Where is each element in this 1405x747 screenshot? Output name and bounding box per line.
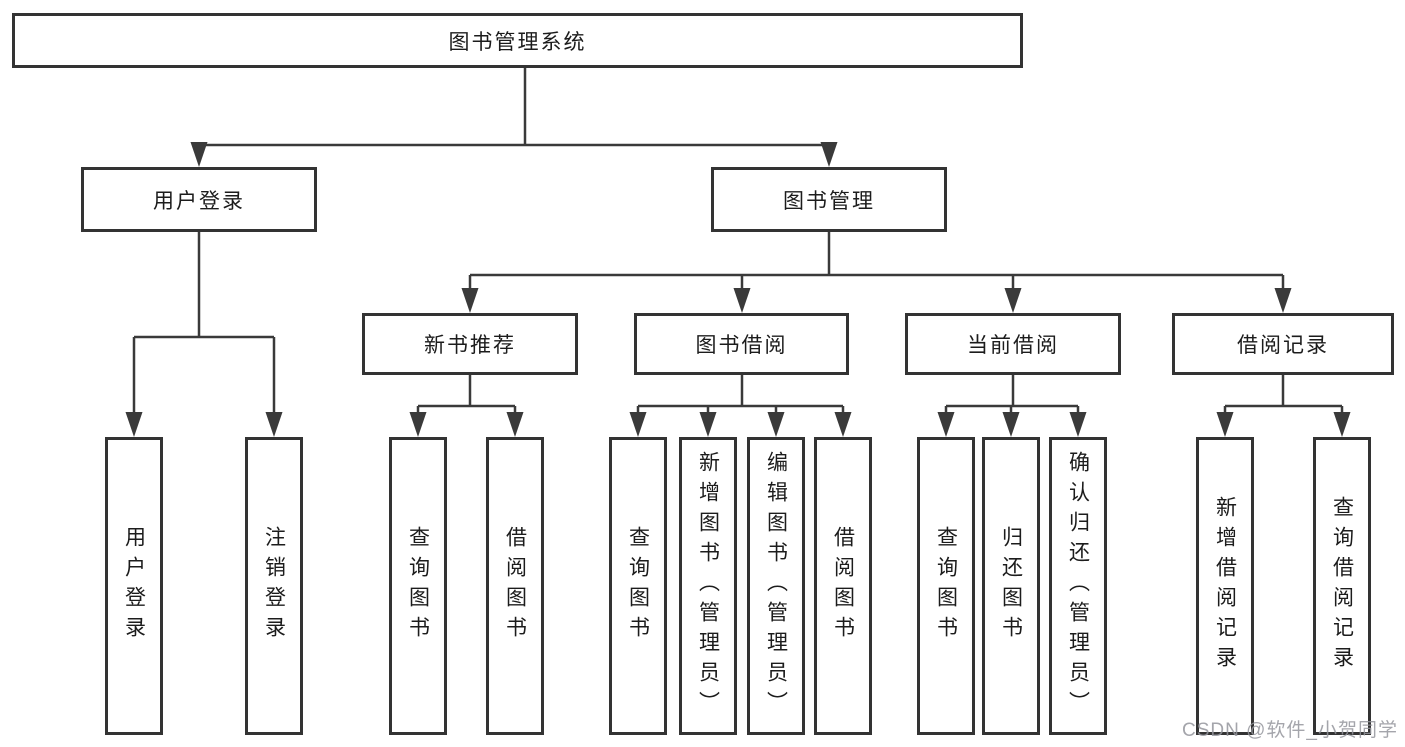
- leaf-edit-book-admin: 编辑图书（管理员）: [747, 437, 805, 735]
- node-label: 借阅记录: [1237, 334, 1329, 357]
- leaf-label: 借阅图书: [503, 526, 527, 646]
- leaf-query-book-under-recommend: 查询图书: [389, 437, 447, 735]
- node-root-label: 图书管理系统: [448, 30, 587, 54]
- leaf-logout: 注销登录: [245, 437, 303, 735]
- node-user-login-module: 用户登录: [81, 167, 317, 232]
- leaf-add-borrow-record: 新增借阅记录: [1196, 437, 1254, 735]
- node-label: 用户登录: [153, 189, 245, 213]
- leaf-label: 查询图书: [626, 526, 650, 646]
- node-current-borrow: 当前借阅: [905, 313, 1121, 375]
- node-book-management-module: 图书管理: [711, 167, 947, 232]
- leaf-label: 用户登录: [122, 526, 146, 646]
- leaf-query-book-under-borrow: 查询图书: [609, 437, 667, 735]
- csdn-watermark: CSDN @软件_小贺同学: [1182, 720, 1398, 741]
- node-root-system: 图书管理系统: [12, 13, 1023, 68]
- leaf-borrow-book-under-borrow: 借阅图书: [814, 437, 872, 735]
- leaf-label: 归还图书: [999, 526, 1023, 646]
- leaf-add-book-admin: 新增图书（管理员）: [679, 437, 737, 735]
- node-label: 当前借阅: [967, 334, 1059, 357]
- leaf-label: 新增借阅记录: [1213, 496, 1237, 676]
- leaf-label: 新增图书（管理员）: [696, 451, 720, 721]
- node-label: 新书推荐: [424, 334, 516, 357]
- leaf-label: 编辑图书（管理员）: [764, 451, 788, 721]
- node-label: 图书借阅: [695, 334, 788, 357]
- node-label: 图书管理: [783, 189, 875, 213]
- node-book-borrow: 图书借阅: [634, 313, 849, 375]
- leaf-query-borrow-record: 查询借阅记录: [1313, 437, 1371, 735]
- leaf-label: 查询借阅记录: [1330, 496, 1354, 676]
- leaf-label: 注销登录: [262, 526, 286, 646]
- leaf-label: 查询图书: [934, 526, 958, 646]
- leaf-label: 查询图书: [406, 526, 430, 646]
- node-borrow-records: 借阅记录: [1172, 313, 1394, 375]
- leaf-user-login: 用户登录: [105, 437, 163, 735]
- leaf-label: 借阅图书: [831, 526, 855, 646]
- leaf-confirm-return-admin: 确认归还（管理员）: [1049, 437, 1107, 735]
- leaf-borrow-book-under-recommend: 借阅图书: [486, 437, 544, 735]
- leaf-query-book-under-current: 查询图书: [917, 437, 975, 735]
- arrowheads: [125, 142, 1351, 437]
- leaf-label: 确认归还（管理员）: [1066, 451, 1090, 721]
- node-new-book-recommend: 新书推荐: [362, 313, 578, 375]
- leaf-return-book: 归还图书: [982, 437, 1040, 735]
